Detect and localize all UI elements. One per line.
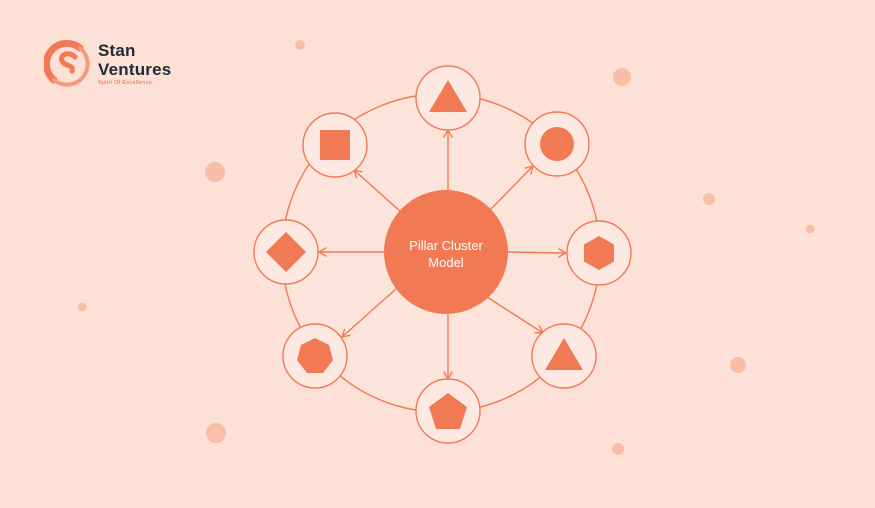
brand-logo[interactable]: Stan Ventures Spirit Of Excellence [44,39,204,91]
circle-icon [540,127,574,161]
brand-name-line2: Ventures [98,60,172,79]
connector-arrows [318,129,567,380]
cluster-node-pentagon [415,378,481,444]
pentagon-icon [429,393,467,429]
cluster-node-diamond [253,219,319,285]
brand-text: Stan Ventures Spirit Of Excellence [98,41,171,86]
cluster-node-circle [524,111,590,177]
cluster-node-triangle-top [415,65,481,131]
decor-dot [613,68,631,86]
brand-mark-icon [44,39,90,87]
cluster-node-triangle-bottom-right [531,323,597,389]
arrow-to-heptagon [341,288,397,338]
diamond-icon [266,232,306,272]
decor-dot [805,224,815,234]
cluster-node-heptagon [282,323,348,389]
triangle-icon [429,80,467,112]
arrow-to-square [353,169,402,213]
pillar-label: Pillar Cluster Model [386,237,506,271]
pillar-label-line1: Pillar Cluster [409,238,483,253]
decor-dot [205,162,225,182]
decor-dot [206,423,226,443]
triangle-icon [545,338,583,370]
decor-dot [703,193,715,205]
arrow-to-circle [490,165,534,210]
brand-name-line1: Stan [98,41,136,60]
pillar-label-line2: Model [428,255,464,270]
pillar-circle [384,190,508,314]
cluster-node-square [302,112,368,178]
cluster-nodes [253,65,632,444]
decorative-dots [77,40,815,455]
decor-dot [612,443,624,455]
brand-tagline: Spirit Of Excellence [98,80,152,86]
decor-dot [295,40,305,50]
square-icon [320,130,350,160]
hexagon-icon [584,236,614,270]
cluster-node-hexagon [566,220,632,286]
decor-dot [730,357,746,373]
decor-dot [77,302,87,312]
arrow-to-triangle-bottom-right [486,296,544,334]
arrow-to-hexagon [507,248,567,258]
heptagon-icon [297,338,333,373]
